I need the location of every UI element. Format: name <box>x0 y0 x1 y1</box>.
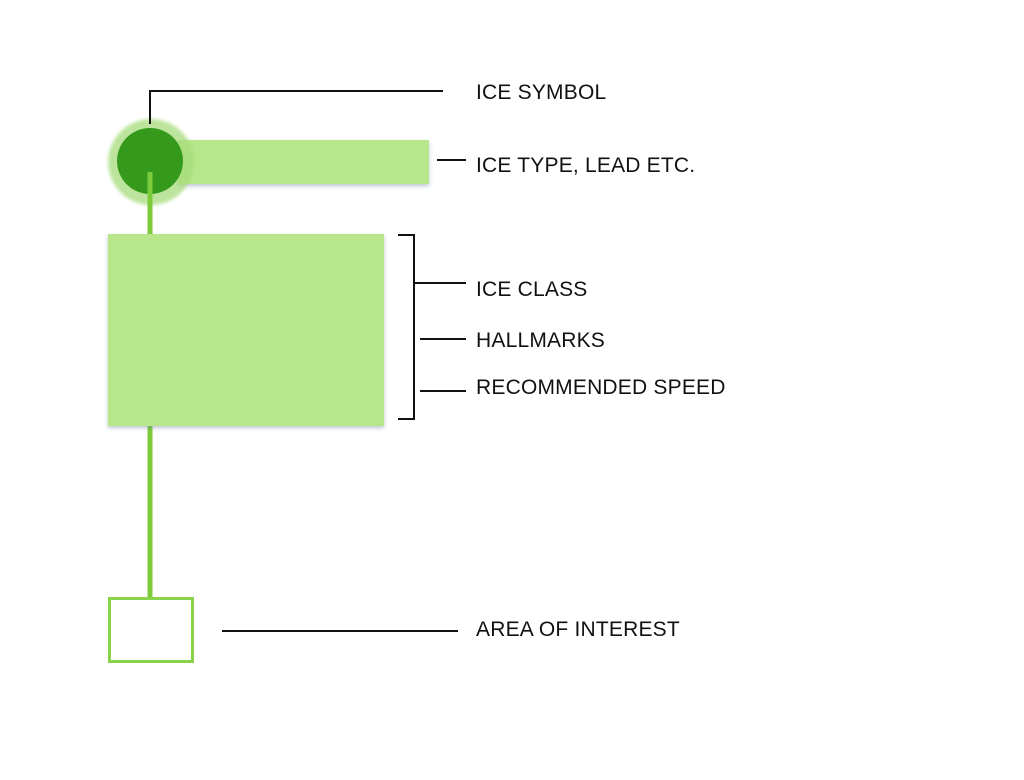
ice-class-bracket <box>398 234 415 420</box>
recommended-speed-label: RECOMMENDED SPEED <box>476 376 726 399</box>
ice-symbol-label: ICE SYMBOL <box>476 81 607 104</box>
hallmarks-label: HALLMARKS <box>476 329 606 352</box>
ice-symbol-leader-line <box>149 90 443 124</box>
ice-class-label: ICE CLASS <box>476 278 588 301</box>
ice-type-label: ICE TYPE, LEAD ETC. <box>476 154 696 177</box>
ice-type-bar <box>178 140 429 184</box>
ice-symbol-dot <box>117 128 183 194</box>
ice-class-box <box>108 234 384 426</box>
area-of-interest-label: AREA OF INTEREST <box>476 618 680 641</box>
area-of-interest-box <box>108 597 194 663</box>
